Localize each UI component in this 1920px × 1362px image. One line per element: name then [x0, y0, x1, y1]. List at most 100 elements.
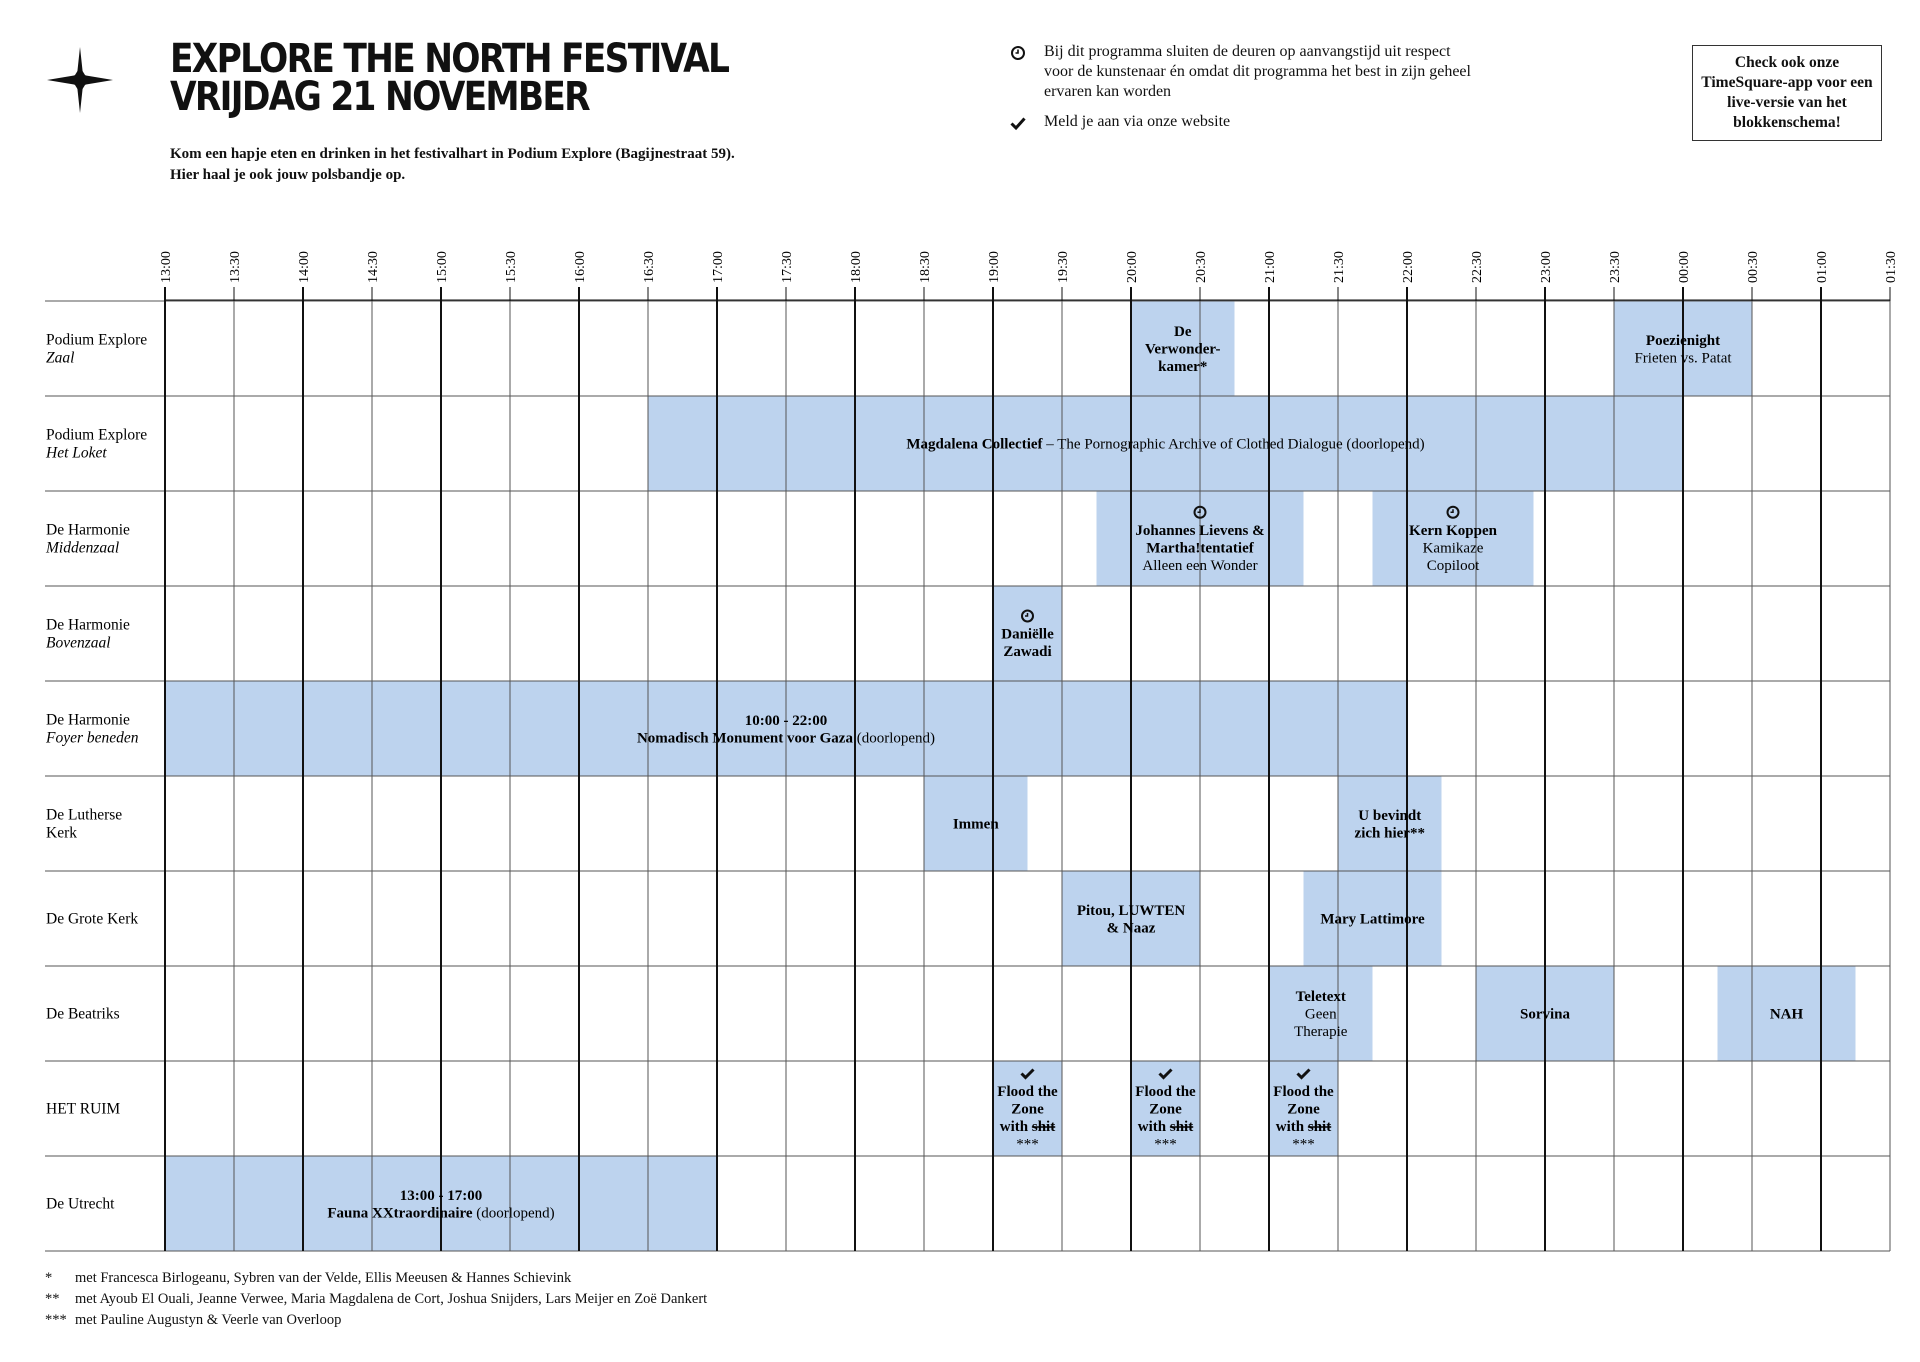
event-block	[993, 586, 1062, 681]
event-block	[1269, 966, 1373, 1061]
footnotes: *met Francesca Birlogeanu, Sybren van de…	[45, 1268, 707, 1331]
event-title: ***	[1016, 1137, 1039, 1153]
event-text: Magdalena Collectief – The Pornographic …	[906, 437, 1424, 453]
event-text: Flood the	[997, 1084, 1058, 1100]
event-title: Poezienight	[1646, 333, 1720, 349]
venue-label: De Utrecht	[46, 1196, 115, 1213]
time-tick-label: 17:30	[780, 251, 795, 283]
event-title: Zone	[1011, 1102, 1044, 1118]
legend-text-check: Meld je aan via onze website	[1044, 113, 1231, 130]
time-tick-label: 15:30	[504, 251, 519, 283]
event-text: Copiloot	[1427, 558, 1480, 574]
time-tick-label: 18:00	[849, 251, 864, 283]
event-block	[924, 776, 1028, 871]
event-text: 10:00 - 22:00	[745, 713, 828, 729]
event-subtitle: (doorlopend)	[473, 1205, 555, 1221]
event-text: Immen	[953, 817, 999, 833]
event-text: Kamikaze	[1423, 540, 1484, 556]
venue-room: Zaal	[46, 350, 74, 367]
event-title: 13:00 - 17:00	[400, 1188, 483, 1204]
event-label: NAH	[1770, 1007, 1804, 1023]
time-tick-label: 16:00	[573, 251, 588, 283]
time-tick-label: 00:30	[1746, 251, 1761, 283]
event-text: Fauna XXtraordinaire (doorlopend)	[327, 1205, 554, 1221]
venue-name: HET RUIM	[46, 1101, 120, 1118]
event-text: Zone	[1287, 1102, 1320, 1118]
event-subtitle: – The Pornographic Archive of Clothed Di…	[1043, 437, 1425, 453]
grid-lines	[45, 287, 1891, 1252]
venue-room: Het Loket	[45, 445, 107, 462]
time-tick-label: 16:30	[642, 251, 657, 283]
event-title: Daniëlle	[1001, 627, 1054, 643]
legend-text-clock: Bij dit programma sluiten de deuren op a…	[1044, 43, 1471, 100]
check-icon	[1010, 117, 1026, 131]
page-title: EXPLORE THE NORTH FESTIVAL VRIJDAG 21 NO…	[170, 39, 819, 117]
footnote-mark: *	[45, 1270, 53, 1286]
venue-name: Podium Explore	[46, 332, 147, 349]
venue-name: De Harmonie	[46, 712, 130, 729]
event-text: Pitou, LUWTEN	[1077, 903, 1186, 919]
venue-name: De Harmonie	[46, 522, 130, 539]
event-title: Zone	[1287, 1102, 1320, 1118]
clock-icon	[1193, 505, 1207, 519]
event-text: De	[1174, 324, 1192, 340]
venue-name: De Harmonie	[46, 617, 130, 634]
venue-name: De Grote Kerk	[46, 911, 138, 928]
time-tick-label: 13:00	[159, 251, 174, 283]
event-text: & Naaz	[1107, 920, 1156, 936]
intro-line-2: Hier haal je ook jouw polsbandje op.	[170, 167, 406, 183]
check-icon	[1158, 1068, 1173, 1080]
event-title: zich hier**	[1355, 825, 1425, 841]
event-block	[648, 396, 1683, 491]
event-title: 10:00 - 22:00	[745, 713, 828, 729]
event-block	[1303, 871, 1442, 966]
time-tick-label: 19:30	[1056, 251, 1071, 283]
event-title: Flood the	[1273, 1084, 1334, 1100]
venue-room: Bovenzaal	[46, 635, 111, 652]
legend-item-clock: Bij dit programma sluiten de deuren op a…	[1010, 42, 1480, 102]
event-text: Flood the	[1273, 1084, 1334, 1100]
event-block	[1338, 776, 1442, 871]
event-label: Mary Lattimore	[1320, 912, 1425, 928]
footnote-mark: **	[45, 1291, 60, 1307]
time-tick-label: 15:00	[435, 251, 450, 283]
event-title: Alleen een Wonder	[1142, 558, 1257, 574]
time-tick-label: 23:30	[1608, 251, 1623, 283]
time-tick-label: 22:00	[1401, 251, 1416, 283]
venue-room: Foyer beneden	[45, 730, 139, 747]
event-text: 13:00 - 17:00	[400, 1188, 483, 1204]
event-text: Zone	[1149, 1102, 1182, 1118]
event-text: Nomadisch Monument voor Gaza (doorlopend…	[637, 730, 935, 746]
event-text: Poezienight	[1646, 333, 1720, 349]
clock-icon	[1446, 505, 1460, 519]
venue-name: De Lutherse	[46, 807, 122, 824]
event-text: NAH	[1770, 1007, 1804, 1023]
time-tick-label: 00:00	[1677, 251, 1692, 283]
time-tick-label: 18:30	[918, 251, 933, 283]
event-label: Johannes Lievens &Martha!tentatiefAlleen…	[1135, 505, 1265, 574]
event-title: with	[1000, 1119, 1032, 1135]
event-text: Daniëlle	[1001, 627, 1054, 643]
event-title: De	[1174, 324, 1192, 340]
event-text: Geen	[1305, 1007, 1337, 1023]
event-text: U bevindt	[1358, 808, 1421, 824]
footnote-3: ***met Pauline Augustyn & Veerle van Ove…	[45, 1310, 707, 1331]
event-label: Pitou, LUWTEN& Naaz	[1077, 903, 1186, 937]
event-title: Nomadisch Monument voor Gaza	[637, 730, 853, 746]
event-block	[1717, 966, 1856, 1061]
event-text: Kern Koppen	[1409, 523, 1498, 539]
event-title: Johannes Lievens &	[1135, 523, 1264, 539]
event-text: ***	[1292, 1137, 1315, 1153]
venue-label: HET RUIM	[46, 1101, 120, 1118]
event-title: kamer*	[1158, 359, 1207, 375]
